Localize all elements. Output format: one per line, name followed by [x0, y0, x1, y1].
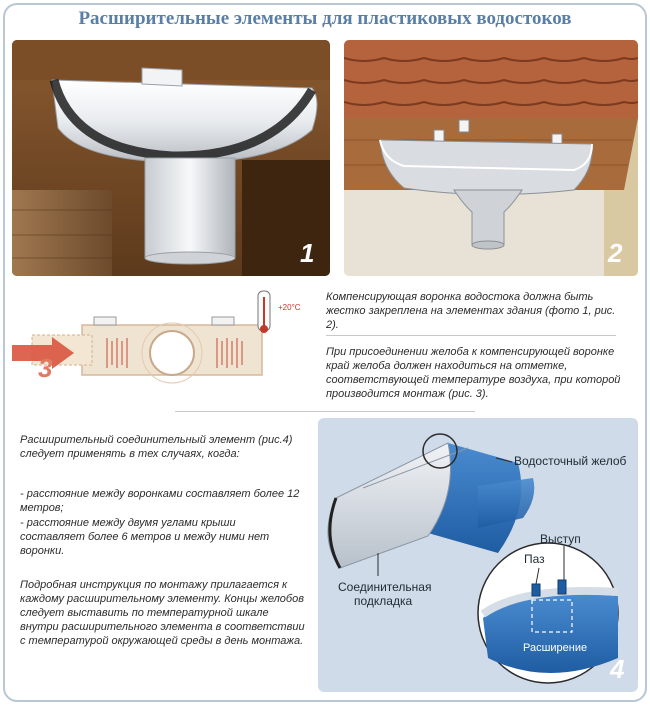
label-connector-line2: подкладка [354, 594, 413, 608]
label-gutter: Водосточный желоб [514, 454, 627, 468]
funnel-photo-illustration [12, 40, 330, 276]
label-protrusion: Выступ [540, 532, 581, 546]
section-divider [175, 411, 475, 412]
page-title: Расширительные элементы для пластиковых … [78, 8, 572, 29]
photo-number-1: 1 [300, 238, 315, 268]
temperature-scale-schematic [12, 283, 312, 391]
label-connector-line1: Соединительная [338, 580, 432, 594]
drawing-number-3: 3 [38, 353, 53, 383]
divider-right [326, 335, 616, 336]
drawing-number-4: 4 [610, 654, 625, 684]
paragraph-gutter-edge: При присоединении желоба к компенсирующе… [326, 346, 621, 400]
photo-number-2: 2 [608, 238, 623, 268]
intro-expansion-element: Расширительный соединительный элемент (р… [20, 434, 293, 460]
bullet-funnel-distance: - расстояние между воронками составляет … [20, 488, 300, 514]
photo-1-funnel: 1 [12, 40, 330, 276]
label-expansion: Расширение [523, 642, 588, 654]
bullet-corner-distance: - расстояние между двумя углами крыши со… [20, 517, 270, 557]
diagram-4-expansion-connector: Водосточный желоб Выступ Паз Соединитель… [318, 418, 638, 692]
temperature-label: +20°C [278, 303, 301, 312]
label-groove: Паз [524, 552, 545, 566]
installation-instruction: Подробная инструкция по монтажу прилагае… [20, 579, 305, 647]
drawing-3-temperature-scale: +20°C 3 [12, 283, 312, 391]
paragraph-funnel-fixing: Компенсирующая воронка водостока должна … [326, 291, 616, 331]
expansion-connector-illustration [327, 433, 619, 684]
roof-funnel-illustration [344, 40, 638, 276]
drawing-2-roof-funnel: 2 [344, 40, 638, 276]
